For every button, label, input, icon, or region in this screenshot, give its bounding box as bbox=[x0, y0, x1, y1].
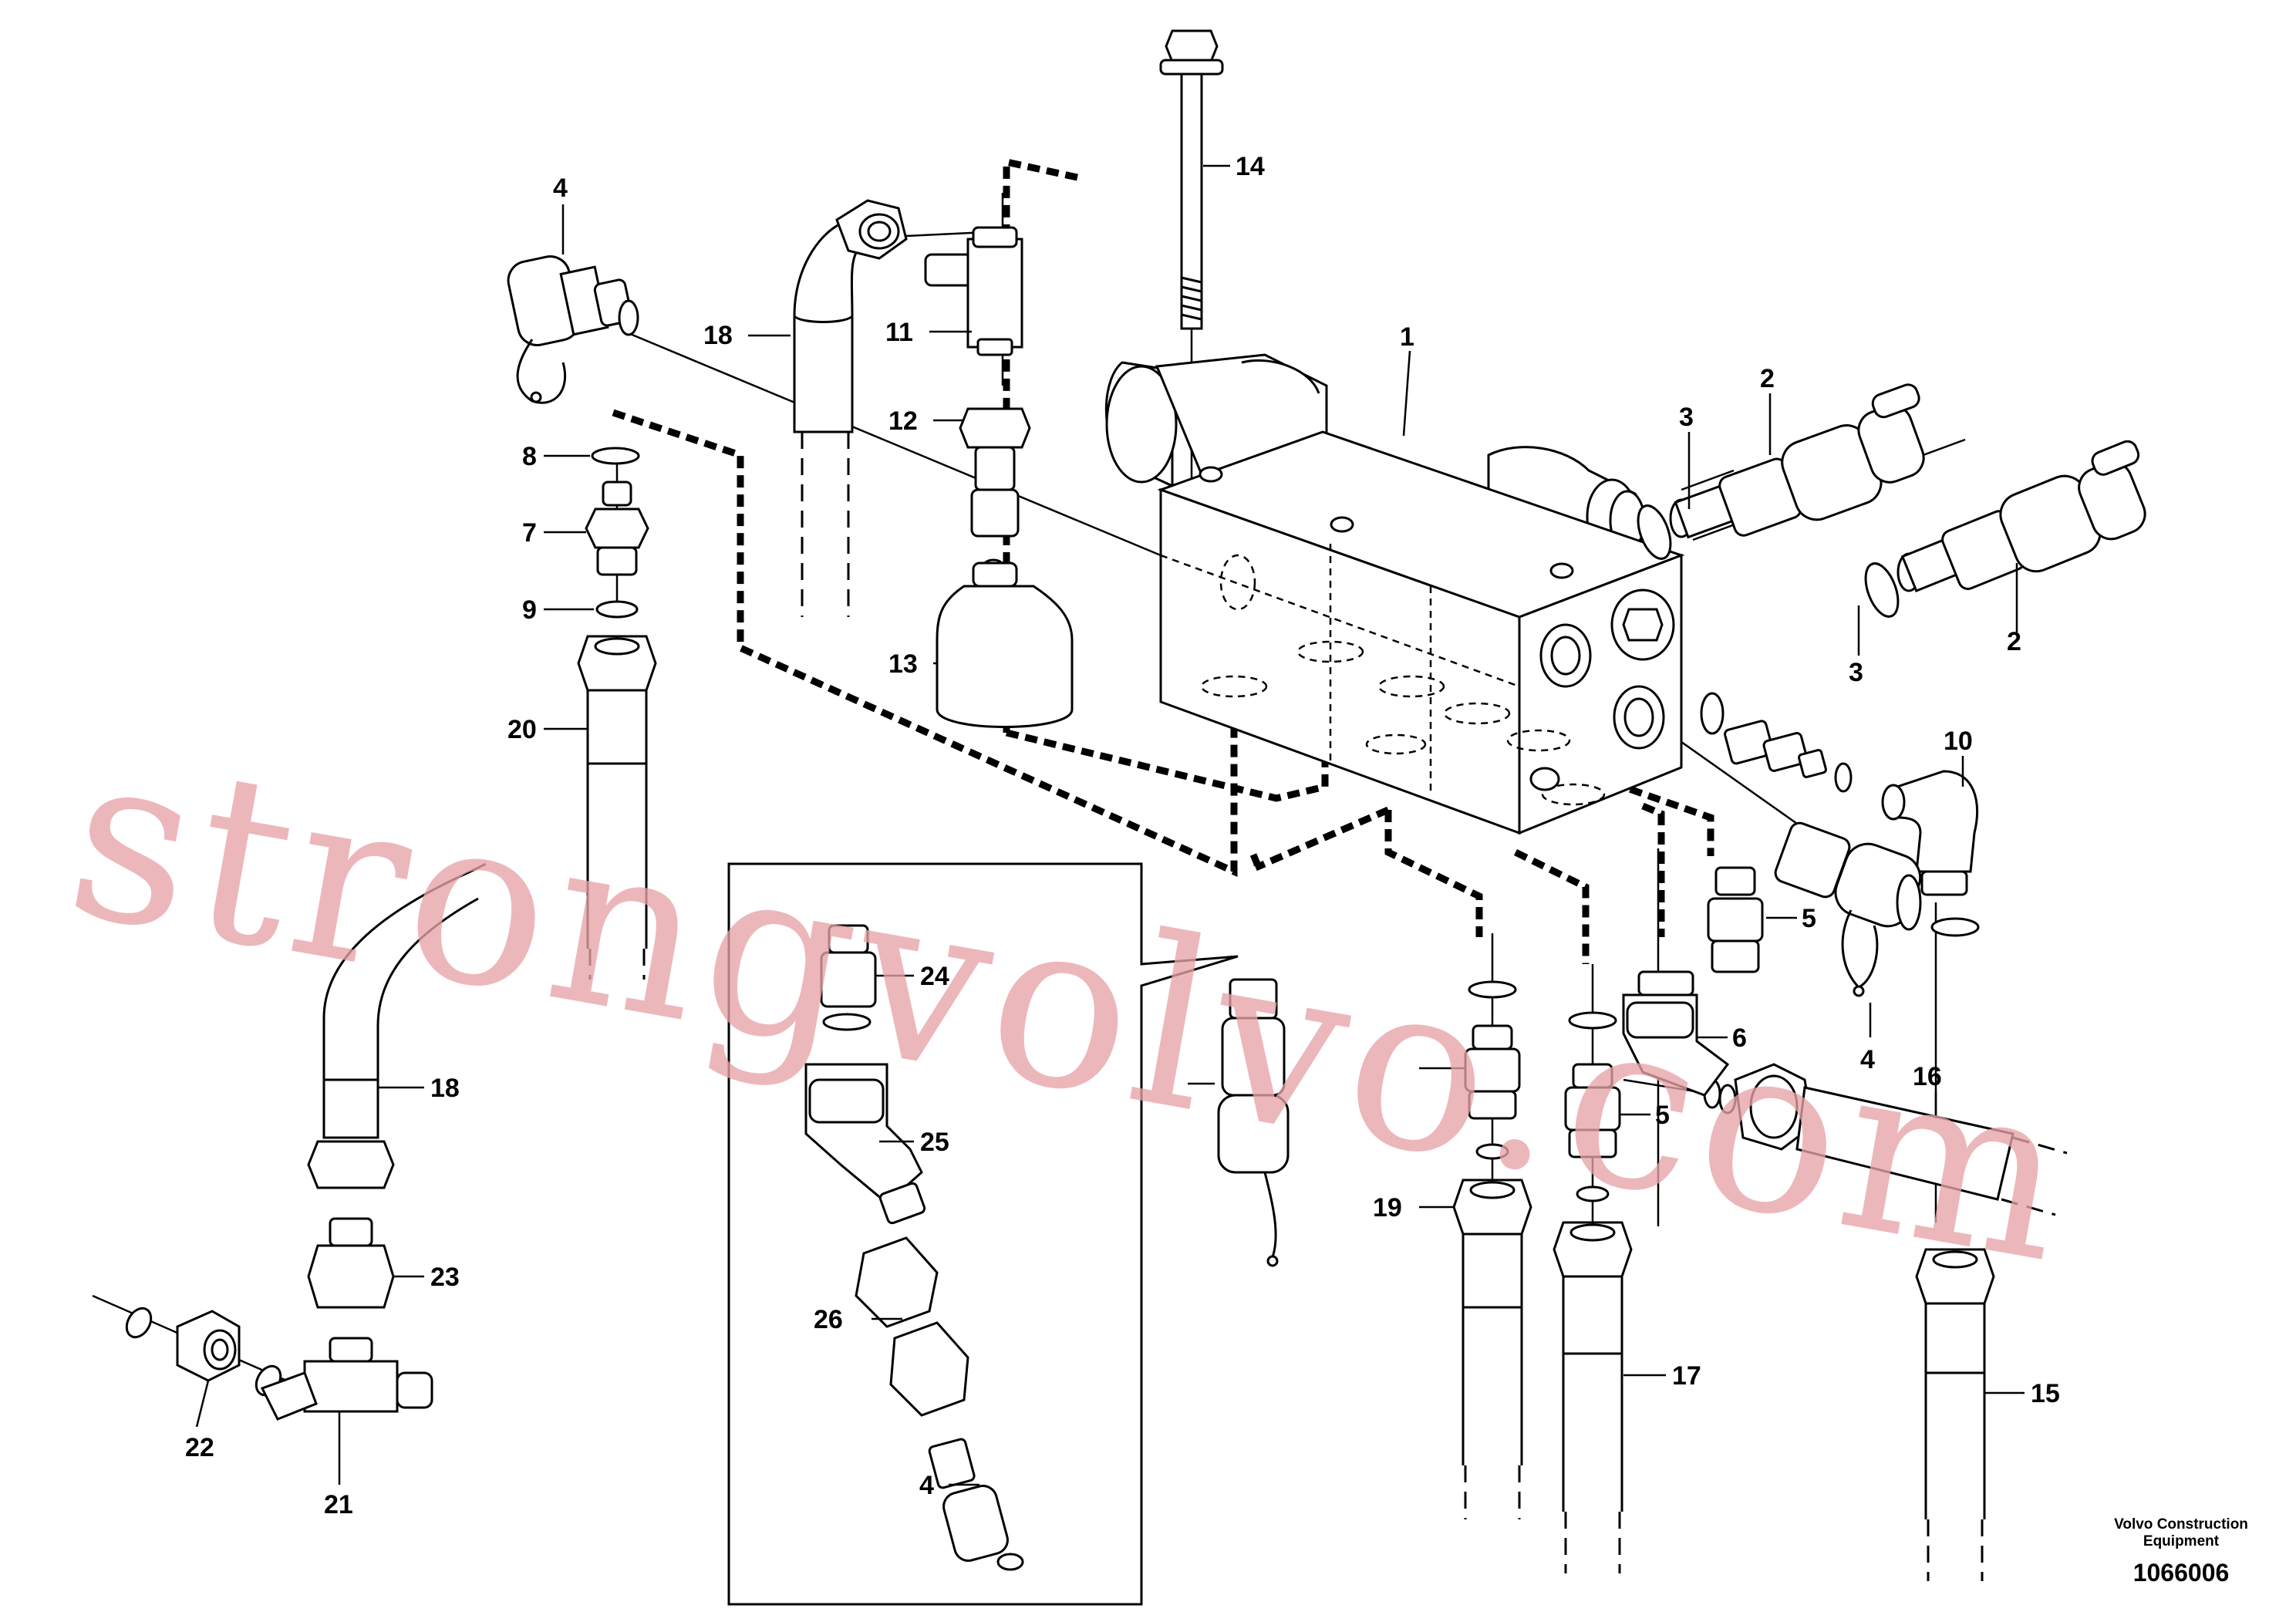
callout-3-lower: 3 bbox=[1849, 658, 1863, 687]
hose-17 bbox=[1553, 1221, 1633, 1573]
valve-block bbox=[1104, 353, 1685, 835]
pressure-sensor-upper bbox=[1669, 383, 1925, 539]
callout-26: 26 bbox=[814, 1305, 843, 1334]
callout-20: 20 bbox=[507, 715, 537, 744]
callout-8: 8 bbox=[522, 442, 537, 471]
publisher-line-1: Volvo Construction bbox=[2114, 1516, 2248, 1533]
callout-17: 17 bbox=[1672, 1361, 1701, 1391]
hose-15 bbox=[1915, 1248, 1995, 1581]
callout-6: 6 bbox=[1732, 1023, 1747, 1053]
callout-19: 19 bbox=[1373, 1193, 1402, 1222]
callout-labels: 4 18 11 12 13 14 1 2 3 2 3 8 7 9 20 18 2… bbox=[185, 152, 2060, 1519]
callout-15: 15 bbox=[2031, 1379, 2060, 1408]
callout-18-lower: 18 bbox=[430, 1074, 460, 1103]
callout-4-upper-left: 4 bbox=[553, 174, 568, 203]
callout-18-upper: 18 bbox=[703, 321, 733, 350]
callout-22: 22 bbox=[185, 1433, 214, 1462]
adapter-5-upper bbox=[1724, 720, 1827, 778]
callout-7: 7 bbox=[522, 518, 537, 548]
tee-fitting-21 bbox=[260, 1337, 433, 1421]
quick-coupling-right bbox=[1774, 821, 1922, 997]
accumulator-13 bbox=[936, 561, 1074, 728]
elbow-10 bbox=[1881, 770, 1979, 896]
adapter-5-lower bbox=[1564, 1063, 1621, 1158]
hose-16 bbox=[1734, 1063, 2068, 1216]
callout-1: 1 bbox=[1400, 322, 1414, 352]
callout-leaders bbox=[195, 164, 2025, 1486]
callout-10: 10 bbox=[1944, 727, 1973, 756]
fitting-23 bbox=[307, 1217, 395, 1309]
detail-inset bbox=[727, 862, 1239, 1606]
adapter-12 bbox=[959, 407, 1031, 538]
drawing-number: 1066006 bbox=[2133, 1559, 2230, 1587]
callout-4-right: 4 bbox=[1860, 1045, 1875, 1074]
quick-coupling-left bbox=[507, 255, 639, 404]
elbow-6 bbox=[1622, 970, 1730, 1097]
hose-20 bbox=[577, 635, 657, 980]
callout-2-lower: 2 bbox=[2007, 627, 2021, 656]
adapter-22 bbox=[176, 1310, 241, 1382]
adapter-5-mid bbox=[1707, 866, 1764, 973]
hose-curved-lower-left bbox=[307, 862, 487, 1189]
callout-13: 13 bbox=[888, 649, 918, 679]
callout-24: 24 bbox=[920, 962, 949, 991]
callout-25: 25 bbox=[920, 1128, 949, 1157]
callout-11: 11 bbox=[885, 318, 913, 347]
callout-3-upper: 3 bbox=[1679, 403, 1694, 432]
hose-19 bbox=[1452, 1179, 1532, 1519]
callout-2-upper: 2 bbox=[1760, 364, 1775, 393]
publisher-line-2: Equipment bbox=[2143, 1533, 2220, 1549]
tee-fitting-11 bbox=[924, 226, 1023, 356]
adapter-center bbox=[1464, 1024, 1521, 1120]
callout-5-lower: 5 bbox=[1655, 1101, 1670, 1130]
adapter-7 bbox=[585, 481, 649, 576]
bolt bbox=[1159, 29, 1224, 330]
pressure-sensor-lower bbox=[1896, 440, 2146, 593]
callout-16: 16 bbox=[1913, 1062, 1942, 1091]
callout-9: 9 bbox=[522, 595, 537, 625]
hose-elbow bbox=[793, 199, 908, 617]
callout-12: 12 bbox=[888, 406, 918, 436]
callout-4-inset: 4 bbox=[919, 1471, 934, 1500]
callout-14: 14 bbox=[1236, 152, 1265, 181]
quick-coupling-center bbox=[1188, 978, 1290, 1267]
callout-21: 21 bbox=[324, 1490, 353, 1519]
callout-5-upper: 5 bbox=[1802, 904, 1816, 933]
title-block: Volvo Construction Equipment 1066006 bbox=[2114, 1516, 2248, 1587]
callout-23: 23 bbox=[430, 1263, 460, 1292]
hose-routes bbox=[612, 157, 1714, 964]
